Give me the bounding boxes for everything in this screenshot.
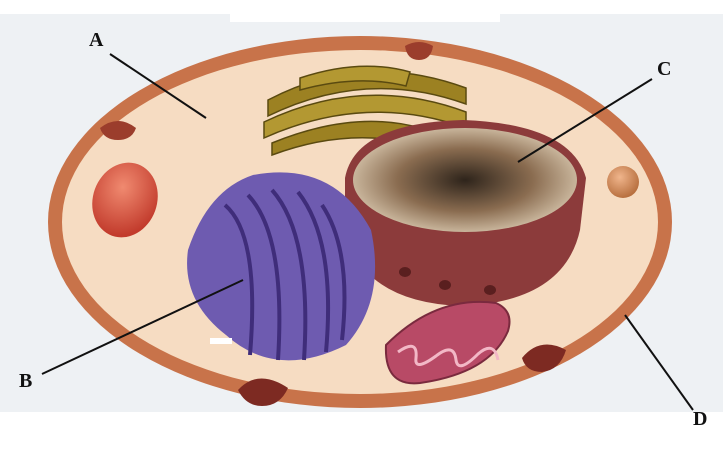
label-d: D [693, 409, 707, 429]
label-b: B [19, 371, 32, 391]
lysosome [607, 166, 639, 198]
nucleus-interior [353, 128, 577, 232]
scan-artifact [210, 338, 232, 344]
white-mask-bottom [0, 412, 723, 449]
white-mask-top [230, 0, 500, 22]
label-c: C [657, 59, 671, 79]
label-a: A [89, 30, 103, 50]
nuclear-pore [399, 267, 411, 277]
nuclear-pore [484, 285, 496, 295]
nucleus [345, 120, 586, 306]
nuclear-pore [439, 280, 451, 290]
